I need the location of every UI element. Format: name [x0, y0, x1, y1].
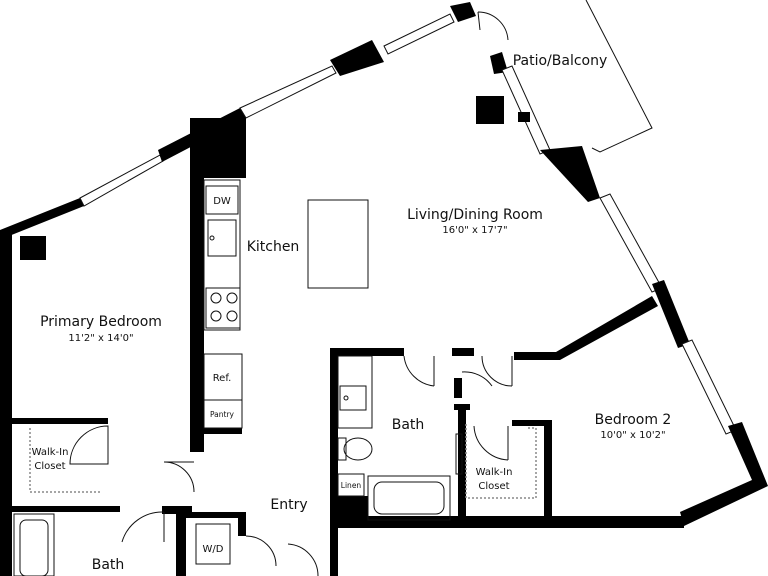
pantry [203, 399, 243, 429]
kitchen-sink [207, 219, 237, 257]
bath-primary-label: Bath [92, 557, 125, 573]
wd-label: W/D [203, 544, 224, 555]
pantry-label: Pantry [210, 410, 235, 419]
bath-sink [339, 385, 367, 411]
kitchen-label: Kitchen [247, 239, 300, 255]
patio-label: Patio/Balcony [513, 53, 608, 69]
living-label: Living/Dining Room [407, 207, 543, 223]
bedroom2-label: Bedroom 2 [595, 412, 672, 428]
closet-outlines [29, 424, 537, 499]
primary-bathtub [13, 513, 55, 576]
bath-fixtures [13, 355, 463, 576]
fixture-labels: DW Ref. Pantry Linen W/D [203, 196, 362, 555]
entry-label: Entry [270, 497, 307, 513]
bath-center-label: Bath [392, 417, 425, 433]
walkin-bed2-line1: Walk-In [476, 467, 513, 478]
door-swings [69, 355, 513, 576]
linen-label: Linen [341, 481, 362, 490]
primary-bedroom-label: Primary Bedroom [40, 314, 162, 330]
kitchen-island [307, 199, 369, 289]
ref-label: Ref. [213, 373, 232, 384]
walkin-bed2-line2: Closet [478, 481, 509, 492]
bathtub [367, 475, 451, 521]
primary-bedroom-dims: 11'2" x 14'0" [68, 333, 133, 344]
toilet [343, 437, 373, 461]
linen-closet [337, 473, 365, 497]
walkin-primary-line2: Closet [34, 461, 65, 472]
dw-label: DW [213, 196, 231, 207]
room-labels: Patio/Balcony Living/Dining Room 16'0" x… [32, 53, 672, 573]
toilet-tank [337, 437, 347, 461]
bedroom2-dims: 10'0" x 10'2" [600, 430, 665, 441]
dishwasher [205, 185, 239, 215]
cooktop [205, 287, 241, 329]
washer-dryer [195, 523, 231, 565]
living-dims: 16'0" x 17'7" [442, 225, 507, 236]
walkin-primary-line1: Walk-In [32, 447, 69, 458]
patio-area [477, 0, 653, 153]
kitchen-fixtures [203, 179, 369, 429]
